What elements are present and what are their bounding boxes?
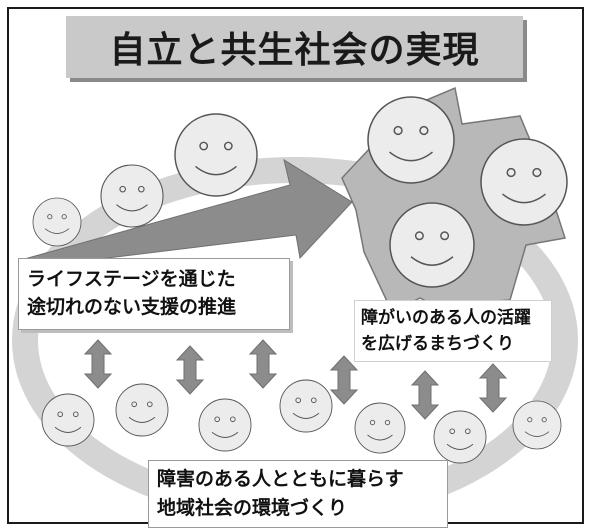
box-line: ライフステージを通じた bbox=[27, 268, 236, 290]
box-line: を広げるまちづくり bbox=[361, 334, 514, 354]
smiley-face-icon bbox=[198, 398, 252, 452]
double-arrow-icon bbox=[330, 355, 358, 405]
double-arrow-icon bbox=[84, 339, 112, 389]
box-line: 障害のある人とともに暮らす bbox=[157, 468, 404, 490]
community-environment-box: 障害のある人とともに暮らす 地域社会の環境づくり bbox=[148, 460, 448, 528]
smiley-face-icon bbox=[389, 202, 475, 288]
box-line: 障がいのある人の活躍 bbox=[361, 308, 531, 328]
smiley-face-icon bbox=[433, 410, 487, 464]
smiley-face-icon bbox=[32, 197, 82, 247]
life-stage-support-box: ライフステージを通じた 途切れのない支援の推進 bbox=[18, 258, 290, 330]
page-title: 自立と共生社会の実現 bbox=[109, 30, 480, 71]
smiley-face-icon bbox=[367, 96, 455, 184]
smiley-face-icon bbox=[354, 402, 406, 454]
smiley-face-icon bbox=[115, 383, 169, 437]
box-line: 途切れのない支援の推進 bbox=[27, 296, 237, 318]
double-arrow-icon bbox=[249, 339, 277, 389]
active-participation-box: 障がいのある人の活躍 を広げるまちづくり bbox=[354, 300, 552, 362]
double-arrow-icon bbox=[176, 345, 204, 395]
double-arrow-icon bbox=[411, 370, 439, 420]
box-line: 地域社会の環境づくり bbox=[157, 497, 348, 519]
smiley-face-icon bbox=[512, 400, 562, 450]
smiley-face-icon bbox=[100, 164, 164, 228]
smiley-face-icon bbox=[41, 393, 95, 447]
title-banner: 自立と共生社会の実現 bbox=[66, 16, 523, 78]
smiley-face-icon bbox=[279, 379, 333, 433]
double-arrow-icon bbox=[479, 363, 507, 413]
smiley-face-icon bbox=[480, 138, 568, 226]
smiley-face-icon bbox=[174, 113, 258, 197]
